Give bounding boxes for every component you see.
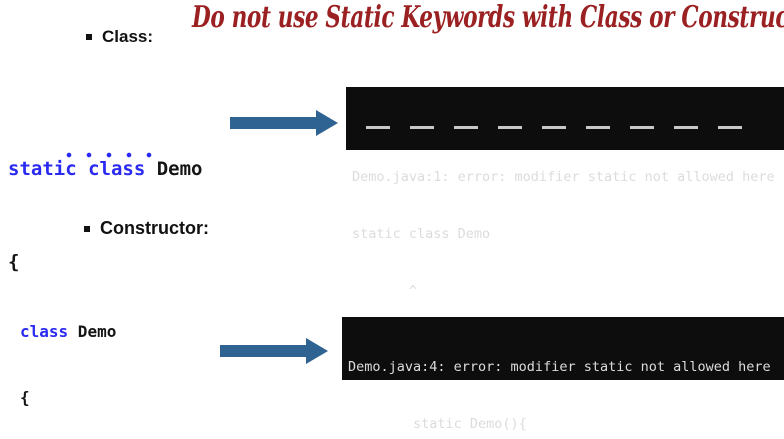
code-class-name: Demo [145, 158, 203, 180]
bullet-square-icon [84, 225, 90, 232]
bullet-square-icon [86, 34, 92, 40]
arrow-right [230, 110, 338, 136]
code-block-class: static class Demo { [8, 92, 202, 340]
terminal-line-caret: ^ [352, 283, 418, 299]
code-open-brace: { [8, 251, 20, 273]
bullet-item-constructor: Constructor: [84, 218, 209, 239]
code-line: { [20, 387, 193, 409]
terminal-line-error: Demo.java:1: error: modifier static not … [352, 169, 775, 185]
code-keyword: class [20, 322, 69, 341]
bullet-constructor-label: Constructor: [100, 218, 209, 238]
arrow-shaft [220, 345, 306, 357]
code-open-brace: { [20, 388, 30, 407]
bullet-item-class: Class: [86, 27, 153, 47]
terminal-output-constructor: Demo.java:4: error: modifier static not … [342, 317, 784, 432]
code-block-constructor: class Demo { static Demo(){ a = 10; } [20, 277, 193, 439]
code-line: { [8, 247, 202, 278]
code-keyword: static class [8, 158, 146, 180]
terminal-line-code: static Demo(){ [348, 416, 527, 432]
arrow-shaft [230, 117, 316, 129]
arrow-right [220, 338, 328, 364]
clipped-code-fragments [66, 152, 164, 158]
code-class-name: Demo [68, 322, 117, 341]
slide-title: Do not use Static Keywords with Class or… [192, 0, 784, 35]
terminal-line-code: static class Demo [352, 226, 491, 242]
terminal-output-class: Demo.java:1: error: modifier static not … [346, 87, 784, 299]
clipped-text-fragments [366, 126, 756, 129]
code-line: class Demo [20, 321, 193, 343]
arrow-head-icon [316, 110, 338, 136]
code-line: static class Demo [8, 154, 202, 185]
bullet-class-label: Class: [102, 27, 154, 46]
terminal-line-error: Demo.java:4: error: modifier static not … [348, 359, 771, 375]
arrow-head-icon [306, 338, 328, 364]
